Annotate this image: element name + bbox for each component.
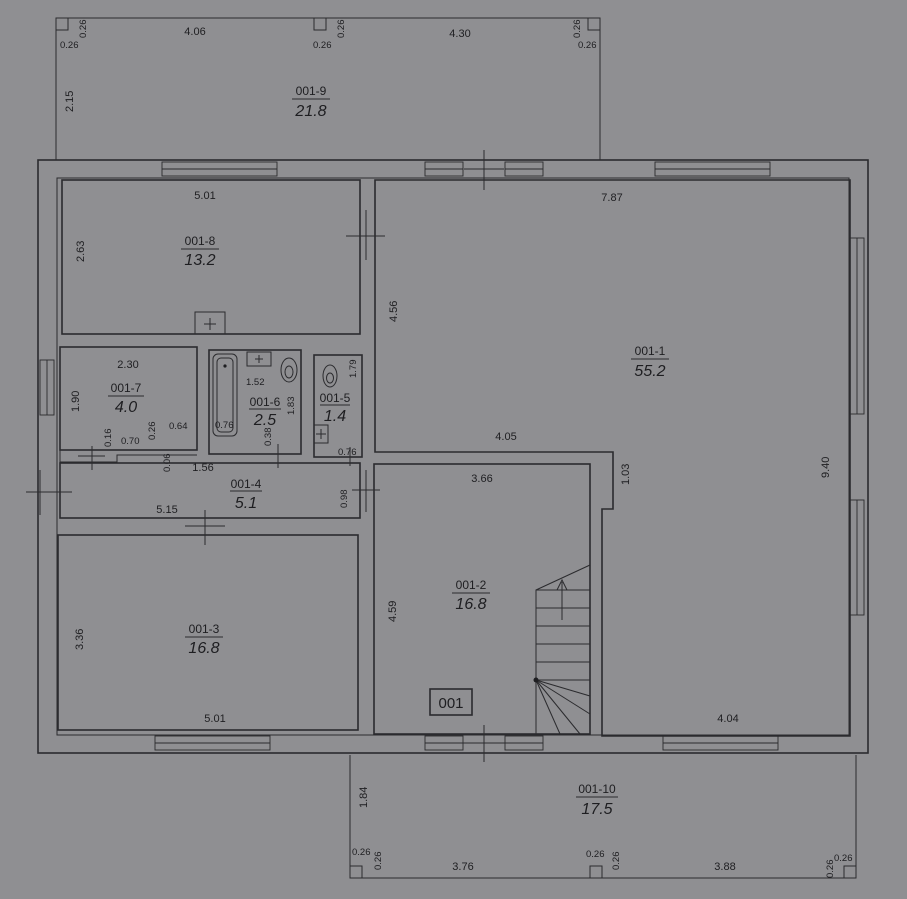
window-right-2 bbox=[849, 499, 865, 616]
dim-label: 0.76 bbox=[338, 447, 357, 458]
room-area-001-7: 4.0 bbox=[115, 399, 137, 416]
window-top-1 bbox=[161, 161, 278, 177]
building-label: 001 bbox=[438, 695, 463, 712]
dim-label: 4.59 bbox=[387, 601, 399, 622]
dim-label: 0.16 bbox=[103, 429, 114, 448]
dim-label: 0.26 bbox=[825, 860, 836, 879]
dim-label: 0.26 bbox=[78, 20, 89, 39]
room-labels: 001-9 21.8 001-8 13.2 001-1 55.2 001-7 4… bbox=[108, 84, 669, 818]
dim-label: 0.98 bbox=[339, 490, 350, 509]
room-area-001-10: 17.5 bbox=[581, 801, 612, 818]
door-markers bbox=[26, 150, 505, 762]
outer-walls bbox=[37, 159, 869, 754]
room-outlines bbox=[57, 179, 851, 737]
room-id-001-9: 001-9 bbox=[296, 84, 327, 98]
dim-label: 0.26 bbox=[578, 40, 597, 51]
dim-label: 1.56 bbox=[192, 462, 213, 474]
terrace-001-10 bbox=[349, 755, 857, 879]
dim-label: 1.79 bbox=[348, 360, 359, 379]
room-id-001-7: 001-7 bbox=[111, 381, 142, 395]
dim-label: 3.88 bbox=[714, 861, 735, 873]
window-bottom-1 bbox=[154, 735, 271, 751]
dimension-labels: 0.26 0.26 4.06 0.26 0.26 4.30 0.26 0.26 … bbox=[60, 20, 853, 879]
dim-label: 2.63 bbox=[75, 241, 87, 262]
building-label-box bbox=[429, 688, 473, 716]
window-right-1 bbox=[849, 237, 865, 415]
bathtub-icon bbox=[212, 353, 238, 437]
room-id-001-4: 001-4 bbox=[231, 477, 262, 491]
dim-label: 2.15 bbox=[64, 91, 76, 112]
room-area-001-9: 21.8 bbox=[294, 103, 326, 120]
room-id-001-1: 001-1 bbox=[635, 344, 666, 358]
dim-label: 5.01 bbox=[194, 190, 215, 202]
dim-label: 4.30 bbox=[449, 28, 470, 40]
dim-label: 4.04 bbox=[717, 713, 738, 725]
dim-label: 0.26 bbox=[60, 40, 79, 51]
room-id-001-8: 001-8 bbox=[185, 234, 216, 248]
room-id-001-10: 001-10 bbox=[578, 782, 616, 796]
dim-label: 5.15 bbox=[156, 504, 177, 516]
windows bbox=[39, 161, 865, 751]
room-area-001-4: 5.1 bbox=[235, 495, 257, 512]
dim-label: 0.38 bbox=[263, 428, 274, 447]
dim-label: 4.56 bbox=[388, 301, 400, 322]
dim-label: 0.76 bbox=[215, 420, 234, 431]
dim-label: 0.26 bbox=[336, 20, 347, 39]
sink-icon-2 bbox=[313, 424, 329, 444]
dim-label: 1.83 bbox=[286, 397, 297, 416]
window-bottom-4 bbox=[662, 735, 779, 751]
dim-label: 0.70 bbox=[121, 436, 140, 447]
room-area-001-1: 55.2 bbox=[634, 363, 665, 380]
window-top-2 bbox=[424, 161, 464, 177]
sink-icon bbox=[246, 351, 272, 367]
fixtures bbox=[194, 311, 338, 444]
dim-label: 0.26 bbox=[373, 852, 384, 871]
window-bottom-2 bbox=[424, 735, 464, 751]
dim-label: 7.87 bbox=[601, 192, 622, 204]
toilet-icon bbox=[280, 357, 298, 383]
dim-label: 1.52 bbox=[246, 377, 265, 388]
dim-label: 0.26 bbox=[352, 847, 371, 858]
dim-label: 0.64 bbox=[169, 421, 188, 432]
window-top-4 bbox=[654, 161, 771, 177]
boiler-icon bbox=[194, 311, 226, 335]
staircase bbox=[533, 564, 591, 735]
dim-label: 4.06 bbox=[184, 26, 205, 38]
dim-label: 3.66 bbox=[471, 473, 492, 485]
toilet-icon-2 bbox=[322, 364, 338, 388]
dim-label: 0.26 bbox=[586, 849, 605, 860]
dim-label: 1.03 bbox=[620, 464, 632, 485]
room-id-001-2: 001-2 bbox=[456, 578, 487, 592]
room-id-001-3: 001-3 bbox=[189, 622, 220, 636]
dim-label: 4.05 bbox=[495, 431, 516, 443]
dim-label: 0.26 bbox=[313, 40, 332, 51]
dim-label: 1.90 bbox=[70, 391, 82, 412]
room-area-001-6: 2.5 bbox=[253, 412, 276, 429]
terrace-001-9 bbox=[55, 17, 601, 160]
room-area-001-8: 13.2 bbox=[184, 252, 215, 269]
dim-label: 0.26 bbox=[572, 20, 583, 39]
room-area-001-2: 16.8 bbox=[455, 596, 486, 613]
window-bottom-3 bbox=[504, 735, 544, 751]
room-id-001-5: 001-5 bbox=[320, 391, 351, 405]
dim-label: 3.76 bbox=[452, 861, 473, 873]
dim-label: 9.40 bbox=[820, 457, 832, 478]
dim-label: 0.06 bbox=[162, 454, 173, 473]
dim-label: 5.01 bbox=[204, 713, 225, 725]
dim-label: 0.26 bbox=[834, 853, 853, 864]
window-top-3 bbox=[504, 161, 544, 177]
dim-label: 0.26 bbox=[147, 422, 158, 441]
dim-label: 0.26 bbox=[611, 852, 622, 871]
dim-label: 1.84 bbox=[358, 787, 370, 808]
room-id-001-6: 001-6 bbox=[250, 395, 281, 409]
window-left-1 bbox=[39, 359, 55, 416]
room-area-001-3: 16.8 bbox=[188, 640, 219, 657]
dim-label: 2.30 bbox=[117, 359, 138, 371]
room-area-001-5: 1.4 bbox=[324, 408, 346, 425]
dim-label: 3.36 bbox=[74, 629, 86, 650]
